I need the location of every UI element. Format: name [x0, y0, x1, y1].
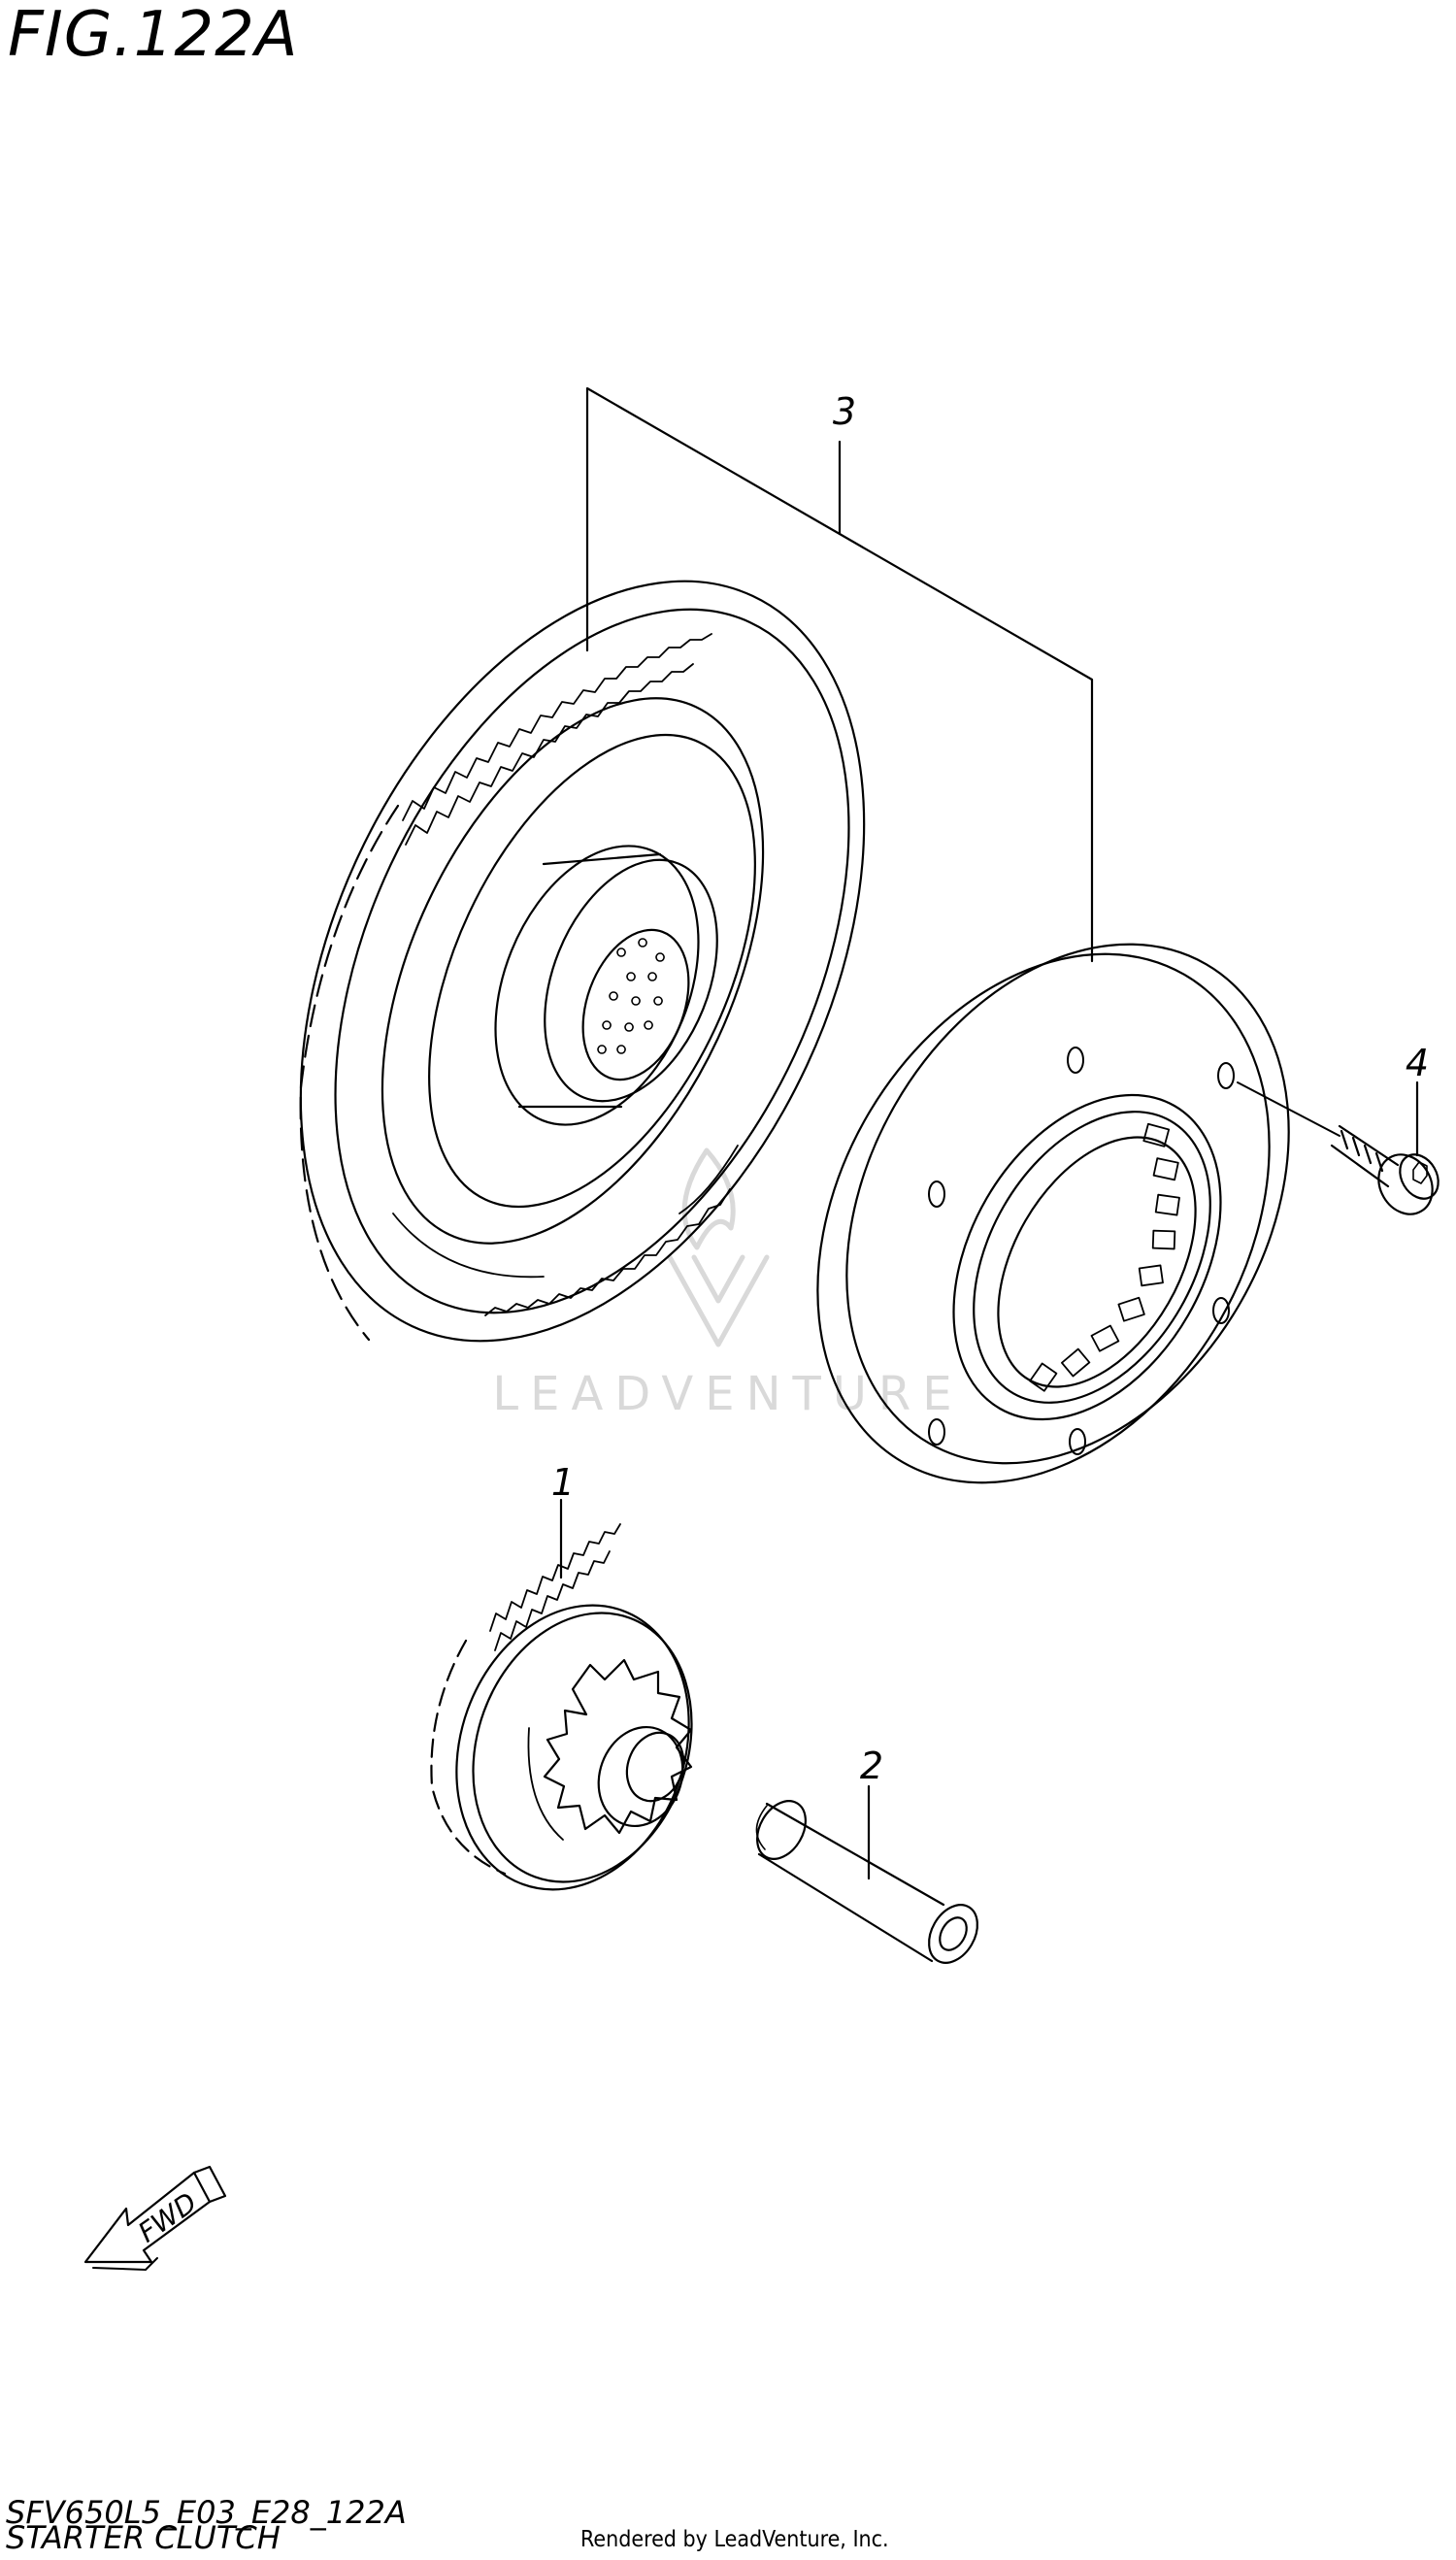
gear-teeth	[402, 633, 731, 1316]
watermark-text: LEADVENTURE	[492, 1367, 963, 1421]
part-starter-driven-gear[interactable]	[188, 491, 977, 1431]
rendered-by-credit: Rendered by LeadVenture, Inc.	[580, 2527, 889, 2552]
section-title: STARTER CLUTCH	[6, 2519, 281, 2556]
callout-4[interactable]: 4	[1406, 1042, 1429, 1084]
clutch-rollers	[1029, 1122, 1180, 1392]
watermark-logo	[667, 1147, 770, 1347]
bushing-pattern	[597, 938, 665, 1054]
callout-2[interactable]: 2	[860, 1745, 883, 1787]
model-code: SFV650L5_E03_E28_122A	[6, 2494, 407, 2531]
figure-title: FIG.122A	[8, 0, 299, 71]
idle-gear-teeth	[489, 1523, 621, 1651]
part-one-way-clutch[interactable]	[726, 865, 1378, 1564]
bolt-holes	[928, 1047, 1235, 1455]
fwd-arrow	[83, 2165, 227, 2271]
callout-1[interactable]: 1	[551, 1461, 575, 1504]
part-bolt[interactable]	[1237, 1081, 1446, 1224]
fwd-label: FWD	[132, 2186, 202, 2249]
part-idle-gear-shaft[interactable]	[747, 1792, 987, 1971]
callout-3[interactable]: 3	[833, 390, 856, 433]
part-idle-gear[interactable]	[418, 1523, 728, 1922]
leader-lines	[559, 386, 1419, 1880]
